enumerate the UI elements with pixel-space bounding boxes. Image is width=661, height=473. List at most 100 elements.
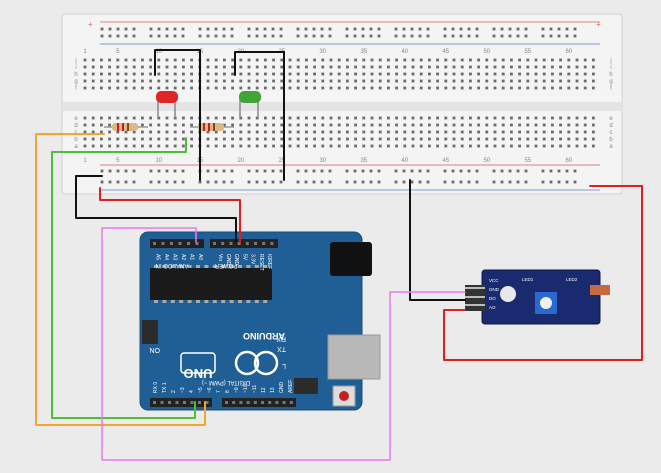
breadboard-hole (419, 137, 423, 141)
header-pin[interactable] (153, 401, 156, 404)
breadboard-hole (157, 65, 161, 69)
header-pin[interactable] (261, 401, 264, 404)
sensor-pin-label: VCC (489, 278, 499, 283)
breadboard-hole (542, 79, 546, 83)
wire-red-5v[interactable] (99, 187, 241, 243)
rail-hole (328, 34, 332, 38)
header-pin[interactable] (198, 401, 201, 404)
breadboard-hole (452, 86, 456, 90)
breadboard-hole (116, 65, 120, 69)
header-pin[interactable] (205, 401, 209, 404)
breadboard-hole (206, 116, 210, 120)
breadboard-hole (469, 65, 472, 69)
breadboard-hole (526, 144, 530, 148)
chip-leg (187, 300, 192, 303)
rail-hole (247, 169, 251, 173)
digital-pin-label: ~10 (243, 384, 249, 393)
wire-pink-sensor[interactable] (101, 227, 466, 461)
wire-orange-pin[interactable] (35, 133, 206, 426)
header-pin[interactable] (253, 401, 257, 404)
header-pin[interactable] (161, 242, 165, 245)
breadboard-hole (91, 116, 95, 120)
header-pin[interactable] (289, 401, 293, 404)
header-pin[interactable] (221, 242, 225, 245)
header-pin[interactable] (153, 242, 156, 245)
rail-hole (516, 27, 520, 31)
wire-green-pin[interactable] (51, 137, 196, 419)
rail-hole (369, 27, 373, 31)
resistor-2-band-1 (203, 123, 205, 131)
breadboard-hole (280, 72, 284, 76)
header-pin[interactable] (245, 242, 249, 245)
resistor-1-band-2 (122, 123, 124, 131)
wire-black-red-led[interactable] (154, 49, 201, 181)
breadboard-hole (157, 86, 161, 90)
header-pin[interactable] (232, 401, 236, 404)
header-pin[interactable] (195, 242, 199, 245)
breadboard-hole (534, 137, 538, 141)
breadboard-hole (214, 65, 218, 69)
wire-black-sensor-gnd[interactable] (409, 179, 466, 301)
breadboard-hole (436, 123, 439, 127)
breadboard-hole (346, 123, 349, 127)
breadboard-hole (501, 137, 505, 141)
breadboard-hole (346, 72, 349, 76)
breadboard-hole (124, 116, 128, 120)
rail-hole (312, 180, 316, 184)
header-pin[interactable] (178, 242, 182, 245)
breadboard-hole (280, 86, 284, 90)
breadboard-hole (165, 130, 169, 134)
wire-black-green-led[interactable] (234, 51, 285, 181)
breadboard-hole (223, 116, 226, 120)
breadboard-hole (149, 72, 152, 76)
header-pin[interactable] (213, 242, 216, 245)
header-pin[interactable] (268, 401, 272, 404)
header-pin[interactable] (282, 401, 286, 404)
breadboard-hole (173, 137, 177, 141)
breadboard-hole (165, 144, 169, 148)
header-pin[interactable] (190, 401, 194, 404)
arduino-uno-board: UNO ARDUINO ON TX RX L DIGITAL (PWM ~) A… (139, 231, 381, 411)
reset-button-cap[interactable] (339, 391, 349, 401)
header-pin[interactable] (168, 401, 171, 404)
breadboard-hole (214, 130, 218, 134)
breadboard-hole (239, 123, 243, 127)
breadboard-hole (272, 58, 275, 62)
header-pin[interactable] (246, 401, 250, 404)
breadboard-hole (518, 72, 521, 76)
header-pin[interactable] (183, 401, 186, 404)
header-pin[interactable] (160, 401, 164, 404)
rail-hole (116, 180, 120, 184)
rail-hole (394, 27, 398, 31)
header-pin[interactable] (254, 242, 257, 245)
rail-hole (222, 169, 226, 173)
breadboard-hole (493, 72, 497, 76)
header-pin[interactable] (237, 242, 241, 245)
header-pin[interactable] (262, 242, 266, 245)
header-pin[interactable] (229, 242, 233, 245)
rail-hole (345, 169, 349, 173)
wire-black-gnd[interactable] (75, 175, 237, 243)
potentiometer-knob[interactable] (540, 297, 552, 309)
breadboard-hole (559, 65, 562, 69)
header-pin[interactable] (239, 401, 243, 404)
header-pin[interactable] (270, 242, 274, 245)
breadboard-hole (354, 79, 357, 83)
rail-hole (230, 169, 234, 173)
header-pin[interactable] (225, 401, 228, 404)
breadboard-hole (157, 58, 161, 62)
rail-hole (516, 169, 520, 173)
header-pin[interactable] (175, 401, 179, 404)
breadboard-hole (124, 58, 128, 62)
header-pin[interactable] (187, 242, 190, 245)
breadboard-hole (247, 130, 251, 134)
header-pin[interactable] (170, 242, 173, 245)
header-pin[interactable] (275, 401, 279, 404)
breadboard-hole (485, 144, 489, 148)
column-number-top: 5 (116, 49, 120, 55)
breadboard-hole (452, 79, 456, 83)
breadboard-hole (575, 144, 579, 148)
icsp-header-2 (294, 378, 318, 394)
wire-red-sensor-vcc[interactable] (443, 185, 643, 361)
breadboard-hole (132, 58, 136, 62)
